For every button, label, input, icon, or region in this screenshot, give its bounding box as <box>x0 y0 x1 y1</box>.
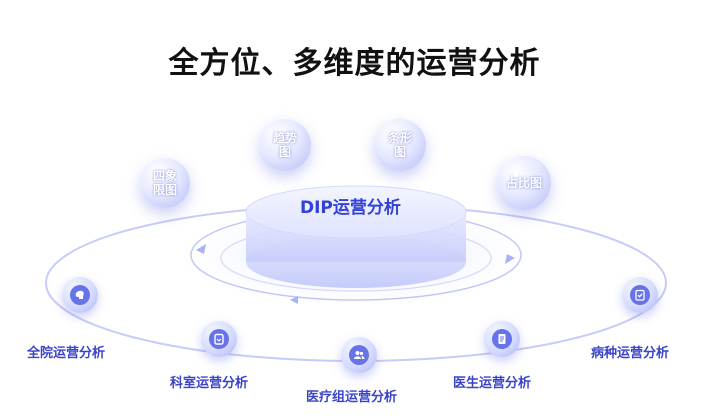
pie-chart-label: 占比图 <box>505 176 542 190</box>
quadrant-chart-bubble: 四象 限图 <box>140 158 190 208</box>
pie-chart-bubble: 占比图 <box>497 156 551 210</box>
center-label: DIP运营分析 <box>300 198 401 218</box>
team-analysis-node <box>341 337 377 373</box>
doctor-analysis-label: 医生运营分析 <box>453 376 532 391</box>
team-analysis-label: 医疗组运营分析 <box>306 390 398 405</box>
checklist-icon <box>630 285 650 305</box>
ring-arrow <box>290 296 298 304</box>
disease-analysis-node <box>622 277 658 313</box>
brain-icon <box>70 285 90 305</box>
department-analysis-node <box>201 321 237 357</box>
department-analysis-label: 科室运营分析 <box>170 376 249 391</box>
ring-arrow <box>505 254 515 264</box>
document-icon <box>492 329 512 349</box>
users-icon <box>349 345 369 365</box>
doctor-analysis-node <box>484 321 520 357</box>
clipboard-icon <box>209 329 229 349</box>
hospital-analysis-label: 全院运营分析 <box>27 346 106 361</box>
bar-chart-label: 条形 图 <box>387 131 412 159</box>
quadrant-chart-label: 四象 限图 <box>152 169 177 197</box>
center-disc <box>245 185 467 239</box>
trend-chart-label: 趋势 图 <box>272 131 297 159</box>
ring-arrow <box>196 244 206 254</box>
disease-analysis-label: 病种运营分析 <box>591 346 670 361</box>
trend-chart-bubble: 趋势 图 <box>259 119 311 171</box>
page-title: 全方位、多维度的运营分析 <box>168 46 541 81</box>
hospital-analysis-node <box>62 277 98 313</box>
bar-chart-bubble: 条形 图 <box>374 119 426 171</box>
